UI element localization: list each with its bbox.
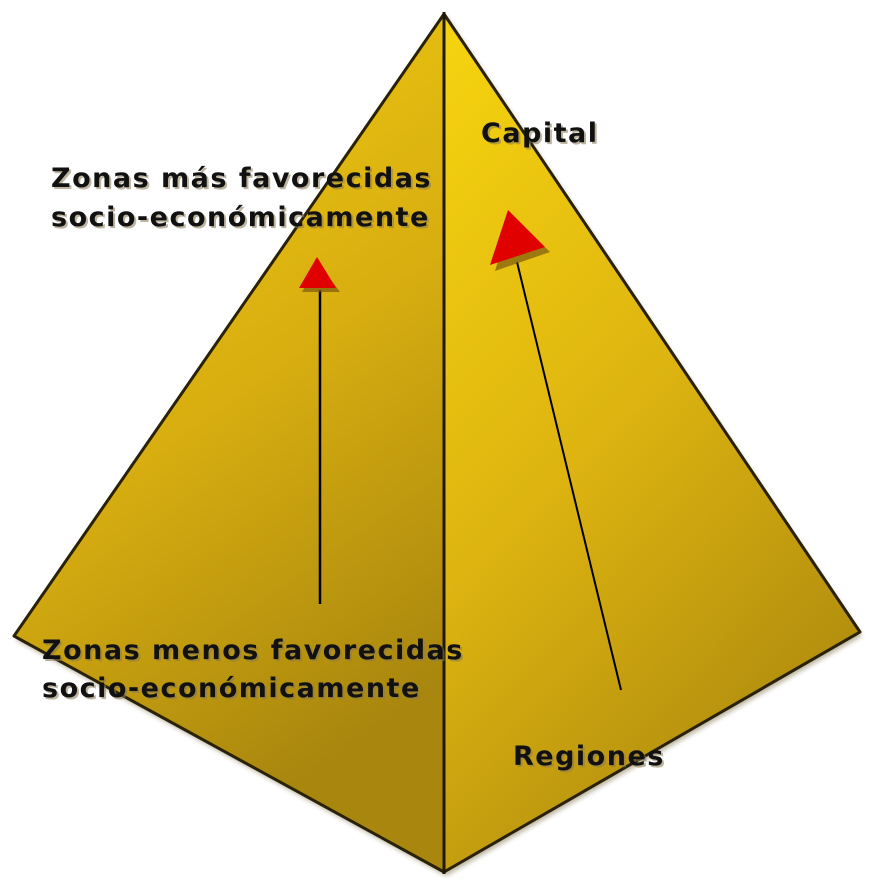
label-regiones: Regiones Regiones <box>513 741 667 774</box>
label-bottom-left-line2: socio-económicamente <box>42 673 421 704</box>
label-regiones-text: Regiones <box>513 741 665 772</box>
label-bottom-left-line1: Zonas menos favorecidas <box>42 635 464 666</box>
label-capital: Capital Capital <box>481 118 601 151</box>
label-top-left-line2: socio-económicamente <box>51 202 430 233</box>
pyramid-left-face <box>14 14 444 872</box>
label-capital-text: Capital <box>481 118 599 149</box>
label-top-left-line1: Zonas más favorecidas <box>51 163 432 194</box>
